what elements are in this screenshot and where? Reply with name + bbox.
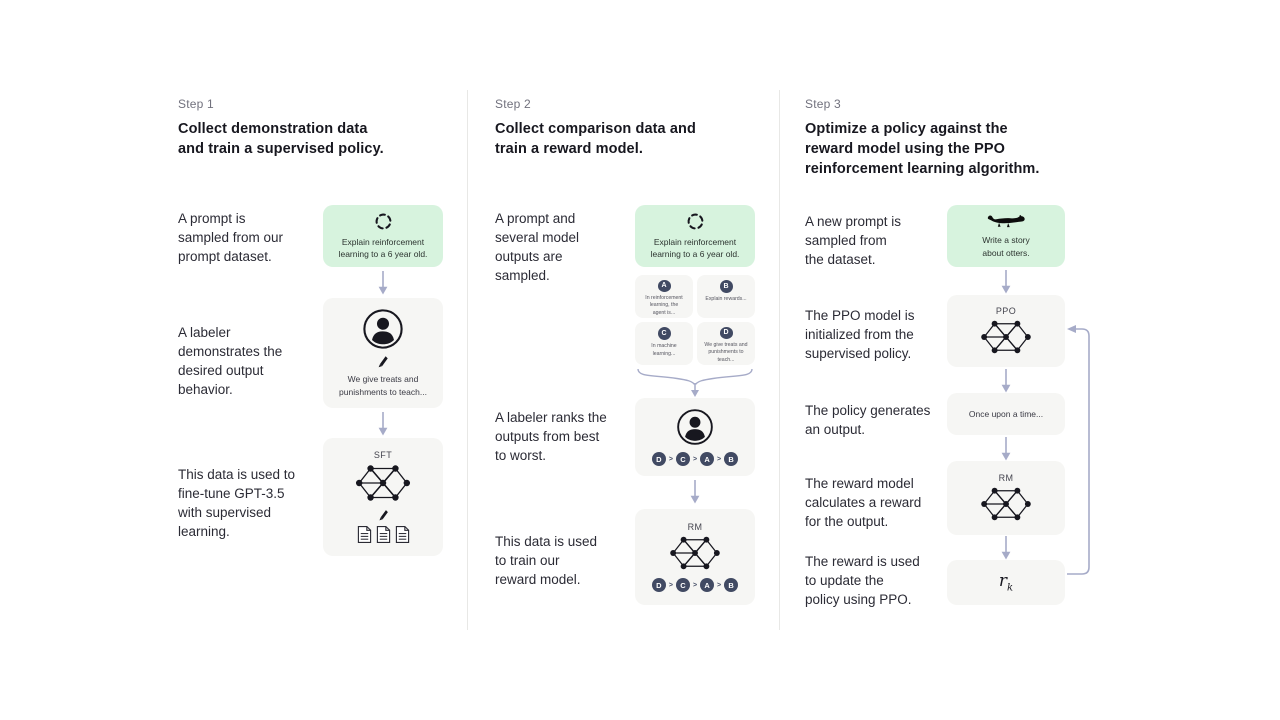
network-icon bbox=[979, 485, 1033, 523]
rank-separator: > bbox=[668, 455, 673, 463]
rank-badge: D bbox=[651, 578, 666, 592]
step3-prompt-box: Write a story about otters. bbox=[947, 205, 1065, 267]
network-icon bbox=[979, 318, 1033, 356]
arrow-down-icon bbox=[377, 271, 389, 295]
step1-label: Step 1 bbox=[178, 97, 214, 111]
arrow-down-icon bbox=[1000, 270, 1012, 294]
rank-badge: A bbox=[700, 578, 715, 592]
step2-caption-train: This data is used to train our reward mo… bbox=[495, 534, 598, 588]
arrow-down-icon bbox=[689, 480, 701, 504]
labeler-icon bbox=[362, 308, 404, 350]
output-b-text: Explain rewards... bbox=[705, 296, 747, 302]
step3-prompt-text: Write a story about otters. bbox=[982, 235, 1030, 258]
step1-prompt-box: Explain reinforcement learning to a 6 ye… bbox=[323, 205, 443, 267]
step2-ranking-box: D>C>A>B bbox=[635, 398, 755, 476]
step2-label: Step 2 bbox=[495, 97, 531, 111]
arrow-down-icon bbox=[377, 412, 389, 436]
loop-arrow-icon bbox=[1067, 325, 1090, 575]
step1-prompt-text: Explain reinforcement learning to a 6 ye… bbox=[338, 236, 428, 259]
step1-caption-labeler: A labeler demonstrates the desired outpu… bbox=[178, 325, 283, 398]
pen-icon bbox=[376, 354, 390, 368]
step3-reward-box: rk bbox=[947, 560, 1065, 605]
step3-caption-output: The policy generates an output. bbox=[805, 403, 931, 438]
output-d-box: D We give treats and punishments to teac… bbox=[697, 322, 755, 365]
column-divider-1 bbox=[467, 90, 468, 630]
column-divider-2 bbox=[779, 90, 780, 630]
step2-caption-ranks: A labeler ranks the outputs from best to… bbox=[495, 410, 607, 464]
brace-merge-icon bbox=[635, 368, 755, 398]
network-icon bbox=[668, 534, 722, 572]
step2-rm-box: RM D>C>A>B bbox=[635, 509, 755, 605]
step1-labeler-box: We give treats and punishments to teach.… bbox=[323, 298, 443, 408]
rank-badge: C bbox=[675, 452, 690, 466]
step3-output-text: Once upon a time... bbox=[968, 408, 1044, 419]
step3-caption-newprompt: A new prompt is sampled from the dataset… bbox=[805, 214, 902, 268]
step3-heading: Optimize a policy against the reward mod… bbox=[805, 121, 1040, 177]
step2-prompt-box: Explain reinforcement learning to a 6 ye… bbox=[635, 205, 755, 267]
arrow-down-icon bbox=[1000, 369, 1012, 393]
ranking-row: D>C>A>B bbox=[651, 578, 739, 592]
rank-badge: D bbox=[651, 452, 666, 466]
reward-symbol: rk bbox=[998, 571, 1014, 594]
step3-label: Step 3 bbox=[805, 97, 841, 111]
step1-caption-finetune: This data is used to fine-tune GPT-3.5 w… bbox=[178, 467, 296, 540]
step3-caption-reward: The reward model calculates a reward for… bbox=[805, 476, 922, 530]
output-b-badge: B bbox=[719, 280, 733, 293]
step1-demonstration-text: We give treats and punishments to teach.… bbox=[339, 374, 427, 397]
output-a-text: In reinforcement learning, the agent is.… bbox=[645, 294, 683, 317]
rm-model-label: RM bbox=[998, 473, 1014, 483]
rank-separator: > bbox=[692, 455, 698, 463]
rank-badge: C bbox=[675, 578, 690, 592]
step1-caption-prompt: A prompt is sampled from our prompt data… bbox=[178, 211, 284, 265]
sampling-icon bbox=[374, 212, 393, 231]
otter-icon bbox=[986, 213, 1026, 229]
documents-icon bbox=[357, 525, 410, 544]
labeler-icon bbox=[676, 408, 714, 446]
output-b-box: B Explain rewards... bbox=[697, 275, 755, 318]
output-a-box: A In reinforcement learning, the agent i… bbox=[635, 275, 693, 318]
output-d-badge: D bbox=[719, 327, 733, 339]
arrow-down-icon bbox=[1000, 437, 1012, 461]
pen-icon bbox=[377, 508, 390, 521]
network-icon bbox=[354, 462, 412, 504]
step3-caption-update: The reward is used to update the policy … bbox=[805, 554, 920, 608]
sampling-icon bbox=[686, 212, 705, 231]
rank-separator: > bbox=[692, 581, 698, 589]
rank-badge: B bbox=[724, 578, 739, 592]
step2-caption-sampled: A prompt and several model outputs are s… bbox=[495, 211, 580, 284]
output-a-badge: A bbox=[657, 280, 671, 292]
ranking-row: D>C>A>B bbox=[651, 452, 739, 466]
rank-separator: > bbox=[717, 581, 722, 589]
sft-model-label: SFT bbox=[373, 450, 393, 460]
step3-ppo-box: PPO bbox=[947, 295, 1065, 367]
step2-heading: Collect comparison data and train a rewa… bbox=[495, 121, 696, 157]
step2-prompt-text: Explain reinforcement learning to a 6 ye… bbox=[650, 236, 740, 259]
step1-heading: Collect demonstration data and train a s… bbox=[178, 121, 384, 157]
output-c-badge: C bbox=[657, 327, 671, 340]
rm-model-label: RM bbox=[687, 522, 703, 532]
ppo-model-label: PPO bbox=[995, 306, 1017, 316]
rank-badge: B bbox=[724, 452, 739, 466]
step1-sft-box: SFT bbox=[323, 438, 443, 556]
output-d-text: We give treats and punishments to teach.… bbox=[704, 341, 748, 364]
arrow-down-icon bbox=[1000, 536, 1012, 560]
rank-separator: > bbox=[717, 455, 722, 463]
step3-rm-box: RM bbox=[947, 461, 1065, 535]
rank-separator: > bbox=[668, 581, 673, 589]
output-c-text: In machine learning... bbox=[651, 343, 677, 357]
output-c-box: C In machine learning... bbox=[635, 322, 693, 365]
step3-caption-init: The PPO model is initialized from the su… bbox=[805, 308, 915, 362]
model-outputs-grid: A In reinforcement learning, the agent i… bbox=[635, 275, 755, 365]
step3-output-box: Once upon a time... bbox=[947, 393, 1065, 435]
rank-badge: A bbox=[700, 452, 715, 466]
